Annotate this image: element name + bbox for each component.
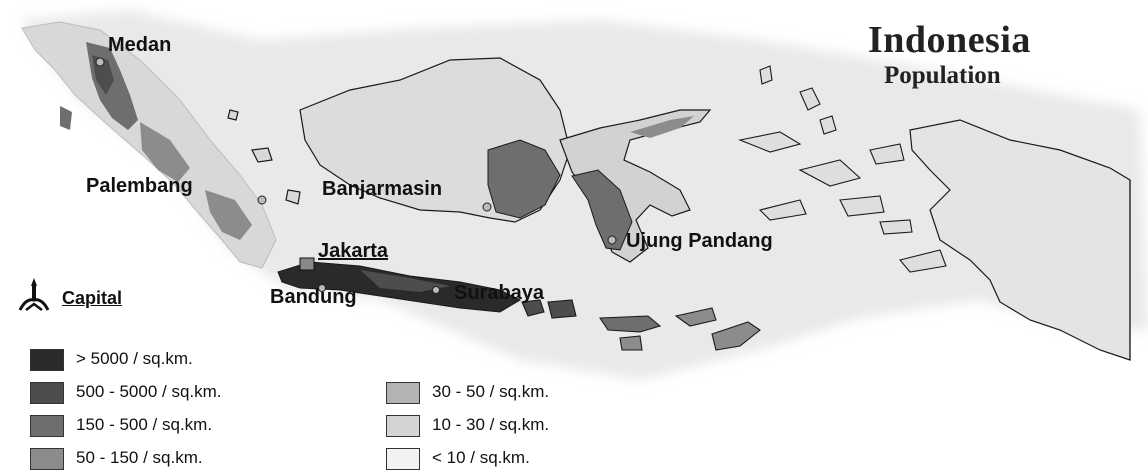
legend-label: > 5000 / sq.km. [76, 349, 193, 368]
legend-swatch [30, 415, 64, 437]
region-papua [909, 119, 1131, 361]
islands-small-west [227, 109, 301, 205]
legend-swatch [30, 382, 64, 404]
legend-swatch [30, 349, 64, 371]
region-palembang [205, 190, 252, 240]
city-label-surabaya: Surabaya [454, 282, 545, 304]
capital-marker-bandung [318, 284, 326, 292]
legend-swatch [386, 415, 420, 437]
island-papua [909, 119, 1131, 361]
map-subtitle: Population [884, 62, 1001, 89]
legend-label: 500 - 5000 / sq.km. [76, 382, 222, 401]
region-sumatra-mid [140, 122, 190, 182]
legend-swatch [386, 382, 420, 404]
capital-marker-jakarta [299, 257, 315, 271]
legend-label: 150 - 500 / sq.km. [76, 415, 213, 434]
legend-label: 50 - 150 / sq.km. [76, 448, 203, 467]
city-label-medan: Medan [108, 34, 172, 56]
islands-moluccas [738, 65, 947, 273]
capital-marker-surabaya [432, 286, 440, 294]
region-sulawesi-north [630, 116, 694, 138]
islands-lesser-sunda [521, 299, 761, 351]
city-label-jakarta: Jakarta [318, 240, 389, 262]
region-ujung-pandang [571, 169, 633, 251]
legend-swatch [30, 448, 64, 470]
island-sulawesi [559, 109, 712, 263]
capital-marker-ujung-pandang [607, 235, 617, 245]
map-title: Indonesia [868, 19, 1031, 61]
island-java [277, 257, 522, 313]
city-label-banjarmasin: Banjarmasin [322, 178, 443, 200]
legend-label: 30 - 50 / sq.km. [432, 382, 550, 401]
island-sumatra [21, 21, 277, 269]
city-label-ujung-pandang: Ujung Pandang [626, 230, 773, 252]
legend-swatch [386, 448, 420, 470]
legend-label: < 10 / sq.km. [432, 448, 530, 467]
capital-marker-banjarmasin [482, 202, 492, 212]
capital-icon [18, 278, 50, 311]
island-kalimantan [299, 57, 571, 223]
region-java-mid [360, 270, 450, 292]
region-banjarmasin [487, 139, 561, 219]
region-sumatra-west [60, 106, 72, 130]
city-label-bandung: Bandung [270, 286, 357, 308]
capital-label: Capital [62, 288, 123, 308]
capital-marker-medan [95, 57, 105, 67]
city-label-palembang: Palembang [86, 175, 193, 197]
legend-label: 10 - 30 / sq.km. [432, 415, 550, 434]
capital-marker-palembang [257, 195, 267, 205]
